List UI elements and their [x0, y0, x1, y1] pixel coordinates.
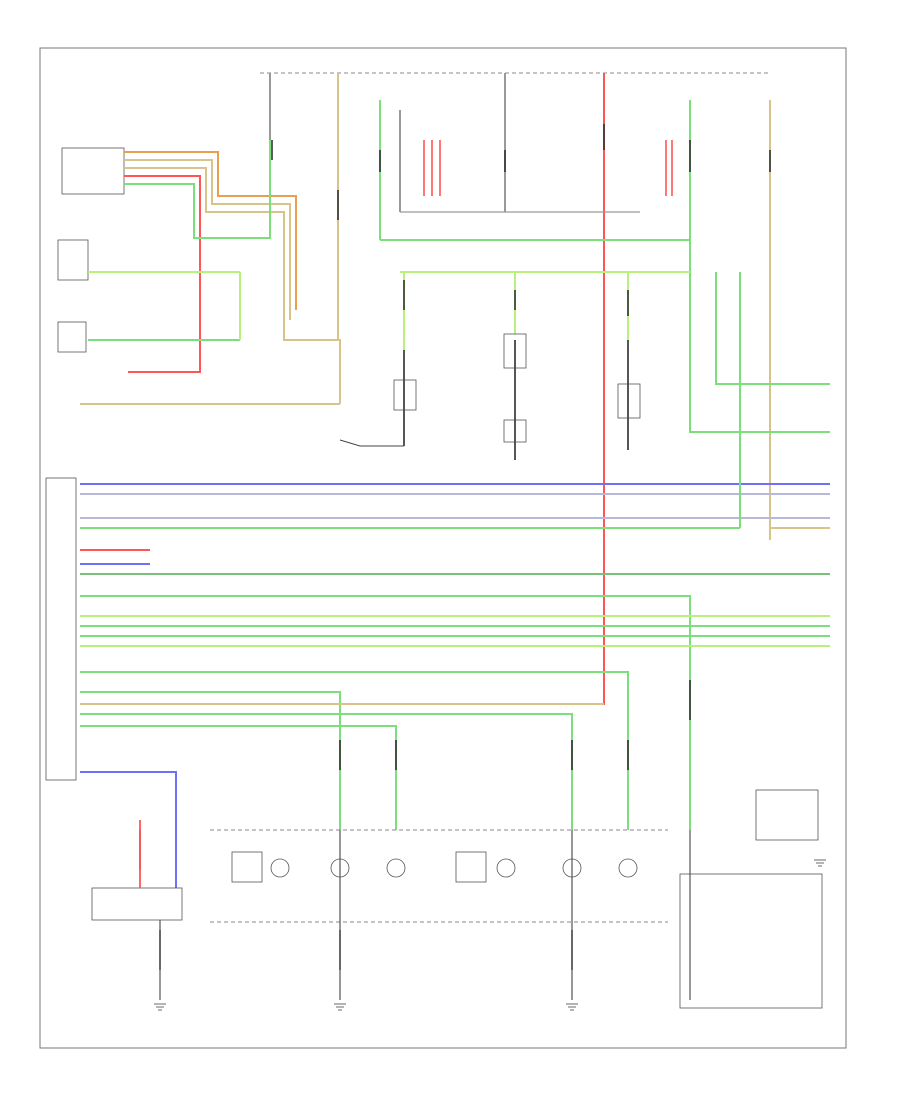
left-sensor [57, 321, 87, 353]
wire-green-right-h1 [715, 272, 830, 385]
left-module-strip [45, 477, 77, 781]
bottom-right-module [679, 873, 823, 1009]
center-relay [393, 379, 417, 411]
wire-green-right-h2 [689, 280, 830, 433]
red-fuse-group-right [665, 140, 673, 196]
center-module-3 [617, 383, 641, 419]
top-left-module [61, 147, 125, 195]
diagram-frame [39, 47, 847, 1049]
top-vertical-wires [269, 73, 771, 705]
red-fuse-group-left [423, 140, 441, 196]
relay-ground-wire [339, 439, 404, 447]
bottom-right-relay [755, 789, 819, 841]
main-harness [80, 272, 830, 890]
left-switch-1 [57, 239, 89, 281]
ground-symbols [154, 859, 826, 1011]
left-lamp-group [231, 830, 406, 1000]
bottom-left-switch [91, 887, 183, 921]
top-left-harness [124, 140, 341, 404]
connector-blocks [139, 124, 771, 970]
right-lamp-group [455, 830, 638, 1000]
